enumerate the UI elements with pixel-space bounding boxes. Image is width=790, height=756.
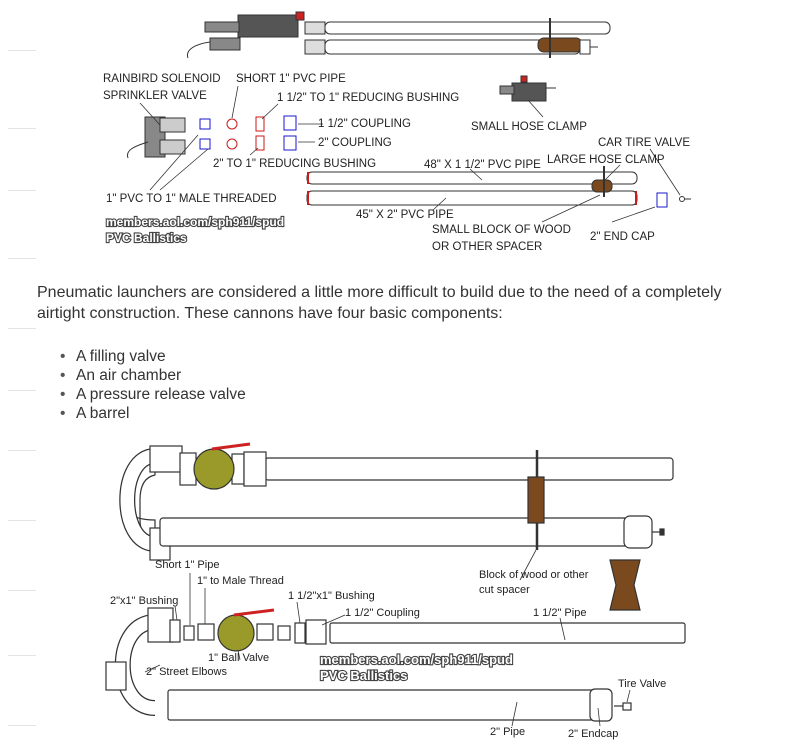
list-item: A barrel	[60, 404, 246, 423]
component-list: A filling valve An air chamber A pressur…	[60, 347, 246, 423]
street-elbow	[105, 661, 127, 691]
coupling-15	[305, 619, 327, 645]
chamber-pipe-45	[306, 190, 638, 206]
male-thread	[256, 623, 274, 641]
gutter-mark	[8, 128, 36, 129]
ball-valve-icon	[193, 442, 251, 490]
ball-valve-icon	[217, 608, 275, 652]
bushing-part	[255, 116, 265, 132]
coupling-part	[283, 115, 297, 131]
intro-paragraph: Pneumatic launchers are considered a lit…	[37, 284, 722, 322]
bushing-2x1	[169, 619, 181, 643]
bushing-15x1	[294, 622, 306, 644]
small-hose-clamp-icon	[499, 75, 556, 102]
street-elbow	[147, 607, 174, 643]
label-block: cut spacer	[479, 584, 530, 596]
connector	[304, 21, 326, 35]
wood-spacer	[527, 476, 545, 524]
end-cap	[579, 39, 591, 55]
label-male-threaded: 1" PVC TO 1" MALE THREADED	[106, 193, 277, 205]
pipe-1-5	[329, 622, 686, 644]
gutter-mark	[8, 590, 36, 591]
rainbird-valve-icon	[144, 116, 186, 158]
label-short-pipe: SHORT 1" PVC PIPE	[236, 73, 346, 85]
watermark-url: members.aol.com/sph911/spud	[106, 215, 284, 229]
solenoid-valve-icon	[204, 11, 305, 51]
gutter-mark	[8, 190, 36, 191]
label-pipe-48: 48" X 1 1/2" PVC PIPE	[424, 159, 541, 171]
gutter-mark	[8, 258, 36, 259]
wire	[126, 141, 149, 159]
label-rainbird: SPRINKLER VALVE	[103, 90, 207, 102]
label-car-tire-valve: CAR TIRE VALVE	[598, 137, 690, 149]
label-male-thread: 1" to Male Thread	[197, 575, 284, 587]
male-thread	[197, 623, 215, 641]
tire-valve-icon	[614, 702, 632, 711]
wire	[186, 41, 211, 59]
label-wood-block: OR OTHER SPACER	[432, 241, 542, 253]
spacer-block	[537, 37, 583, 53]
ball-valve-cannon-diagram: Short 1" Pipe 1" to Male Thread 2"x1" Bu…	[105, 442, 686, 740]
label-coupling-15: 1 1/2" Coupling	[345, 607, 420, 619]
gutter-mark	[8, 328, 36, 329]
label-short-pipe: Short 1" Pipe	[155, 559, 219, 571]
short-pipe	[277, 625, 291, 641]
tire-valve-icon	[679, 196, 691, 202]
short-pipe-part	[226, 138, 238, 150]
gutter-mark	[8, 450, 36, 451]
gutter-mark	[8, 390, 36, 391]
endcap-2	[589, 688, 613, 722]
wood-block-icon	[609, 559, 641, 611]
label-end-cap: 2" END CAP	[590, 231, 655, 243]
assembled-chamber-2	[159, 517, 651, 547]
connector	[304, 39, 326, 55]
list-item: A filling valve	[60, 347, 246, 366]
assembled-endcap	[623, 515, 653, 549]
list-item: A pressure release valve	[60, 385, 246, 404]
pipe-2	[167, 689, 609, 721]
gutter-mark	[8, 655, 36, 656]
gutter-mark	[8, 725, 36, 726]
label-endcap-2: 2" Endcap	[568, 728, 618, 740]
short-pipe	[183, 625, 195, 641]
male-adapter-part	[199, 118, 211, 130]
assembled-barrel-1-5	[264, 457, 674, 481]
label-pipe-15: 1 1/2" Pipe	[533, 607, 586, 619]
elbow-fitting	[149, 445, 183, 473]
label-reducing-bushing: 2" TO 1" REDUCING BUSHING	[213, 158, 376, 170]
label-reducing-bushing: 1 1/2" TO 1" REDUCING BUSHING	[277, 92, 459, 104]
list-item: An air chamber	[60, 366, 246, 385]
watermark-title: PVC Ballistics	[320, 668, 407, 683]
sprinkler-cannon-diagram: RAINBIRD SOLENOID SPRINKLER VALVE SHORT …	[103, 11, 691, 253]
barrel-pipe-48	[306, 171, 638, 185]
coupling-part	[283, 135, 297, 151]
label-bushing-2x1: 2"x1" Bushing	[110, 595, 178, 607]
gutter-mark	[8, 520, 36, 521]
label-small-hose-clamp: SMALL HOSE CLAMP	[471, 121, 587, 133]
label-rainbird: RAINBIRD SOLENOID	[103, 73, 221, 85]
wood-spacer-part	[591, 179, 613, 193]
label-bushing-15x1: 1 1/2"x1" Bushing	[288, 590, 375, 602]
label-coupling: 2" COUPLING	[318, 137, 392, 149]
label-large-hose-clamp: LARGE HOSE CLAMP	[547, 154, 665, 166]
male-adapter-part	[199, 138, 211, 150]
label-tire-valve: Tire Valve	[618, 678, 666, 690]
end-cap-part	[656, 192, 668, 208]
bushing-part	[255, 135, 265, 151]
label-coupling: 1 1/2" COUPLING	[318, 118, 411, 130]
coupling-fitting	[243, 451, 267, 487]
label-ball-valve: 1" Ball Valve	[208, 652, 269, 664]
label-street-elbows: 2" Street Elbows	[146, 666, 227, 678]
label-pipe-45: 45" X 2" PVC PIPE	[356, 209, 454, 221]
label-pipe-2: 2" Pipe	[490, 726, 525, 738]
label-wood-block: SMALL BLOCK OF WOOD	[432, 224, 571, 236]
gutter-mark	[8, 50, 36, 51]
label-block: Block of wood or other	[479, 569, 589, 581]
watermark-title: PVC Ballistics	[106, 231, 187, 245]
short-pipe-part	[226, 118, 238, 130]
assembled-barrel	[324, 21, 611, 35]
watermark-url: members.aol.com/sph911/spud	[320, 652, 513, 667]
